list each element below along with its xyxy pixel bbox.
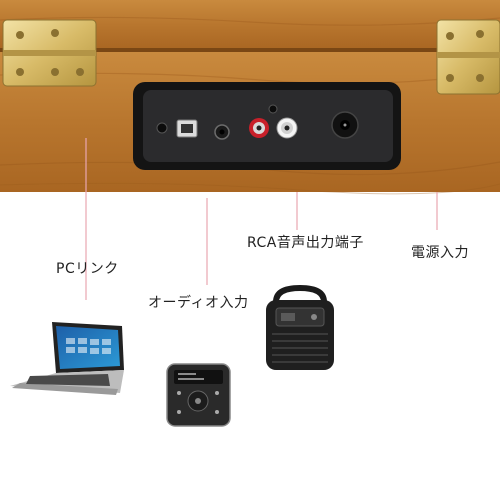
leader-lines — [85, 138, 438, 300]
rca-output-label: RCA音声出力端子 — [247, 235, 364, 251]
speaker-illustration — [266, 284, 334, 370]
pc-link-label: PCリンク — [56, 261, 119, 277]
connector-panel — [133, 82, 401, 170]
audio-input-label: オーディオ入力 — [148, 295, 249, 311]
left-hinge — [2, 19, 97, 87]
audio-player-illustration — [166, 363, 231, 427]
power-input-label: 電源入力 — [411, 245, 469, 261]
laptop-illustration — [10, 322, 124, 395]
right-hinge — [436, 19, 500, 95]
